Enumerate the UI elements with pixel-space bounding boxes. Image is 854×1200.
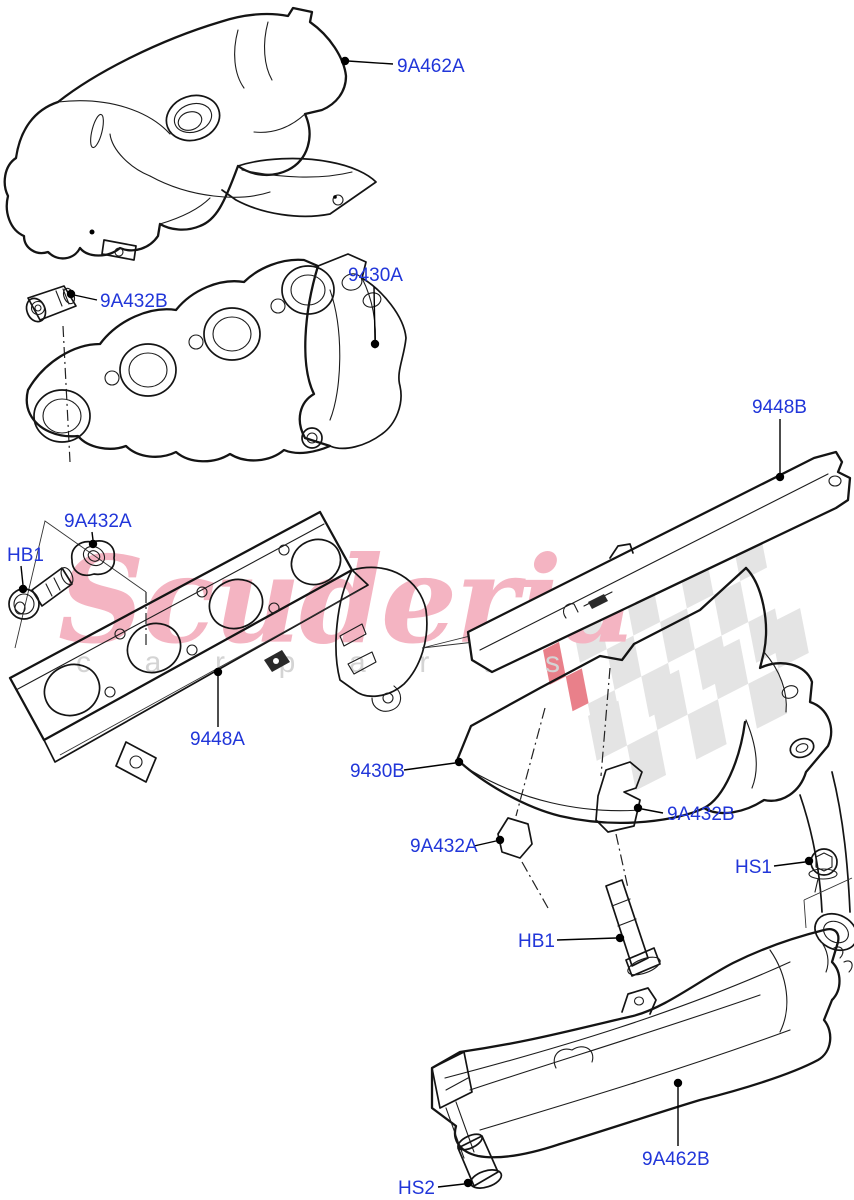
part-gasket-9448A (8, 510, 428, 783)
callout-9A432A-9: 9A432A (410, 835, 505, 857)
flag-cell (713, 581, 749, 636)
part-spacer-9A432A-right (497, 817, 533, 859)
callout-HS1-10: HS1 (735, 856, 814, 878)
callout-9A462B-12: 9A462B (642, 1078, 710, 1170)
part-number-label[interactable]: 9430B (350, 761, 405, 782)
callout-HB1-11: HB1 (518, 931, 625, 952)
leader-dot (340, 56, 350, 66)
leader-dot (88, 539, 98, 549)
leader-dot (495, 835, 505, 845)
flag-cell (565, 668, 589, 712)
leader-dot (673, 1078, 683, 1088)
part-spacer-9A432B-right (595, 761, 643, 833)
callout-9A432B-1: 9A432B (66, 289, 168, 312)
flag-segment (588, 607, 809, 791)
flag-cell (748, 668, 788, 729)
leader-line (373, 286, 376, 341)
part-heat-shield-upper-9A462A (3, 6, 377, 261)
flag-cell (660, 608, 695, 663)
part-number-label[interactable]: 9448A (190, 729, 245, 750)
leader-dot (775, 472, 785, 482)
leader-dot (66, 289, 76, 299)
leader-line (473, 840, 497, 847)
leader-dot (804, 856, 814, 866)
callout-9A432B-8: 9A432B (633, 803, 735, 825)
callout-9448A-6: 9448A (190, 667, 245, 750)
flag-cell (648, 669, 688, 731)
flag-segment (543, 641, 589, 712)
flag-cell (543, 641, 566, 685)
checkered-flag-watermark (543, 526, 809, 791)
part-number-label[interactable]: 9A432A (64, 511, 132, 532)
leader-dot (633, 803, 643, 813)
part-manifold-right-9430B (456, 566, 854, 952)
flag-cell (606, 635, 642, 691)
leader-line (403, 762, 456, 771)
leader-line (91, 531, 94, 541)
flag-cell (709, 638, 749, 700)
flag-cell (769, 607, 809, 669)
flag-cell (627, 730, 667, 791)
leader-dot (370, 339, 380, 349)
part-spacer-9A432A-left (70, 540, 116, 577)
flag-cell (588, 700, 628, 761)
callout-layer: 9A462A 9A432B 9430A 9448B 9A432A HB1 9448A 9430… (7, 56, 814, 1199)
part-number-label[interactable]: HB1 (7, 545, 44, 566)
part-stud-HS2 (445, 1101, 503, 1189)
part-bolt-HS1 (803, 848, 853, 973)
part-number-label[interactable]: 9A432B (667, 804, 735, 825)
part-stud-9A432B-left (25, 285, 77, 463)
callout-9430B-7: 9430B (350, 757, 464, 782)
leader-line (347, 60, 394, 65)
callout-HB1-5: HB1 (7, 545, 44, 594)
part-bolt-HB1-right (605, 879, 661, 977)
part-heat-shield-lower-9A462B (430, 928, 841, 1159)
part-number-label[interactable]: 9430A (348, 265, 403, 286)
part-number-label[interactable]: 9A432B (100, 291, 168, 312)
part-number-label[interactable]: 9A462B (642, 1149, 710, 1170)
part-number-label[interactable]: HB1 (518, 931, 555, 952)
leader-line (20, 565, 24, 586)
part-gasket-strip-9448B (421, 450, 852, 674)
leader-line (556, 937, 617, 941)
leader-line (73, 294, 98, 301)
leader-line (437, 1183, 465, 1188)
leader-dot (18, 584, 28, 594)
leader-line (641, 808, 664, 814)
leader-dot (615, 933, 625, 943)
part-number-label[interactable]: 9A462A (397, 56, 465, 77)
part-number-label[interactable]: HS2 (398, 1178, 435, 1199)
leader-dot (454, 757, 464, 767)
callout-9A462A-0: 9A462A (340, 56, 465, 77)
callout-9448B-3: 9448B (752, 397, 807, 482)
part-number-label[interactable]: 9A432A (410, 836, 478, 857)
flag-cell (687, 699, 727, 760)
part-number-label[interactable]: HS1 (735, 857, 772, 878)
callout-9A432A-4: 9A432A (64, 511, 132, 549)
leader-line (773, 861, 806, 867)
leader-dot (213, 667, 223, 677)
leader-dot (463, 1178, 473, 1188)
callout-9430A-2: 9430A (348, 265, 403, 349)
callout-HS2-13: HS2 (398, 1178, 473, 1199)
part-number-label[interactable]: 9448B (752, 397, 807, 418)
